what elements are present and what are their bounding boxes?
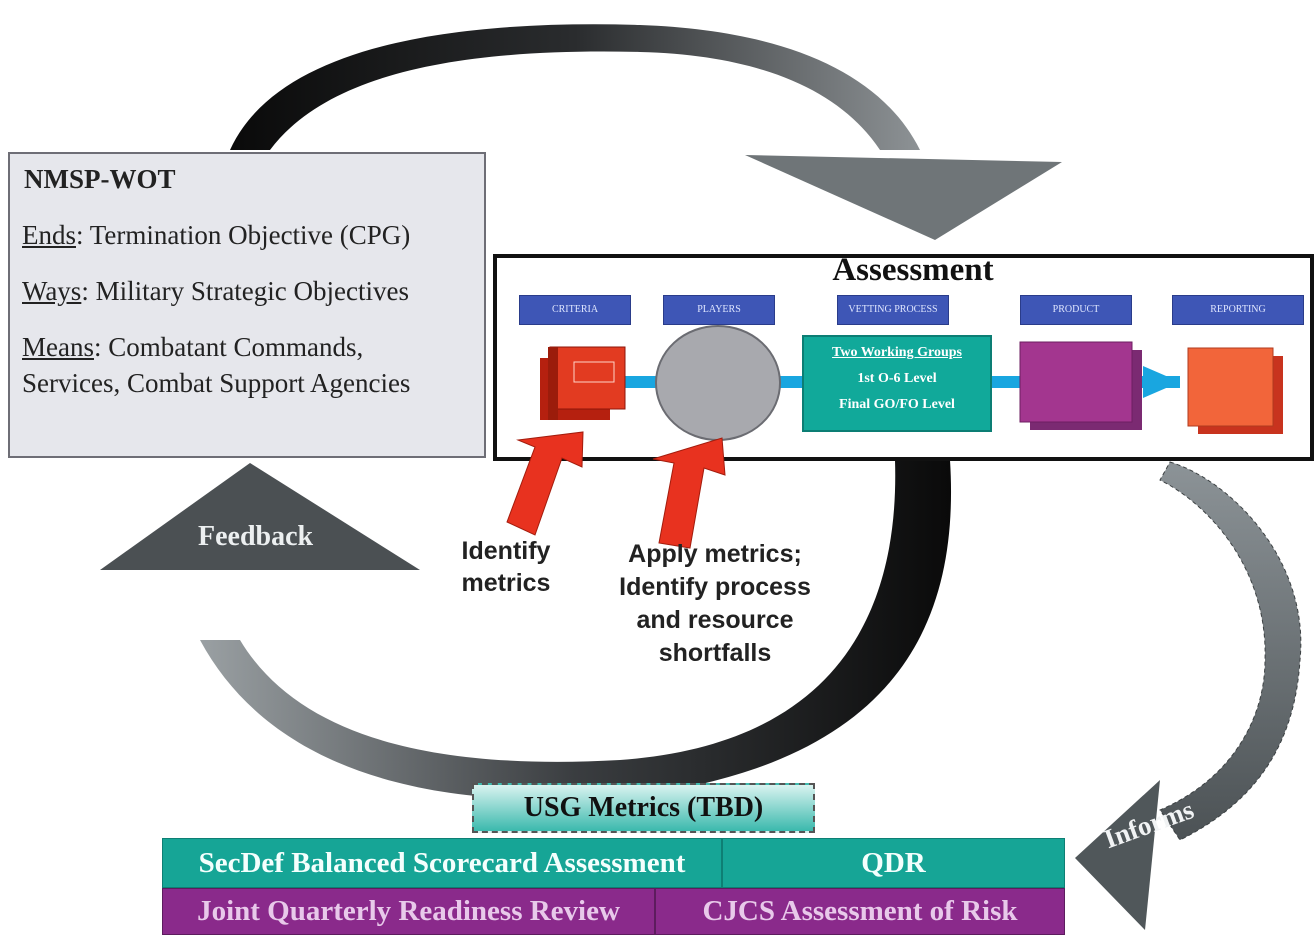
ends-text: : Termination Objective (CPG) — [76, 220, 411, 250]
vetting-line-2: 1st O-6 Level — [857, 371, 937, 386]
vetting-box: Two Working Groups 1st O-6 Level Final G… — [802, 335, 992, 432]
vetting-line-1: Two Working Groups — [832, 345, 962, 360]
assessment-title: Assessment — [832, 252, 994, 288]
feedback-label: Feedback — [198, 521, 314, 552]
header-criteria: CRITERIA — [519, 295, 631, 325]
apply-line-2: Identify process — [619, 573, 811, 601]
apply-metrics-label: Apply metrics; Identify process and reso… — [600, 538, 830, 670]
header-vetting-process: VETTING PROCESS — [837, 295, 949, 325]
header-product: PRODUCT — [1020, 295, 1132, 325]
informs-arrow — [1159, 461, 1302, 841]
qdr-band: QDR — [722, 838, 1065, 888]
header-reporting: REPORTING — [1172, 295, 1304, 325]
nmsp-wot-box: NMSP-WOT Ends: Termination Objective (CP… — [8, 152, 486, 458]
feedback-arrow-head — [100, 463, 420, 570]
ends-term: Ends — [22, 220, 76, 250]
ways-text: : Military Strategic Objectives — [81, 276, 409, 306]
usg-metrics-box: USG Metrics (TBD) — [472, 783, 815, 833]
means-text-1: : Combatant Commands, — [93, 332, 364, 362]
identify-metrics-label: Identify metrics — [440, 535, 572, 599]
vetting-line-3: Final GO/FO Level — [839, 397, 955, 412]
apply-line-1: Apply metrics; — [628, 540, 802, 568]
ends-row: Ends: Termination Objective (CPG) — [22, 217, 472, 253]
informs-arrow-head — [1075, 780, 1160, 930]
nmsp-title: NMSP-WOT — [24, 164, 176, 194]
means-text-2: Services, Combat Support Agencies — [22, 368, 411, 398]
ways-term: Ways — [22, 276, 82, 306]
cjcs-band: CJCS Assessment of Risk — [655, 888, 1065, 935]
apply-line-3: and resource — [636, 606, 794, 634]
identify-metrics-line-1: Identify — [461, 537, 551, 565]
header-players: PLAYERS — [663, 295, 775, 325]
jqrr-band: Joint Quarterly Readiness Review — [162, 888, 655, 935]
top-arc-arrow — [230, 24, 920, 150]
apply-line-4: shortfalls — [658, 639, 772, 667]
means-row: Means: Combatant Commands, Services, Comb… — [22, 329, 472, 401]
ways-row: Ways: Military Strategic Objectives — [22, 273, 472, 309]
secdef-band: SecDef Balanced Scorecard Assessment — [162, 838, 722, 888]
identify-metrics-line-2: metrics — [461, 569, 551, 597]
means-term: Means — [22, 332, 94, 362]
top-arrow-head — [745, 155, 1062, 240]
